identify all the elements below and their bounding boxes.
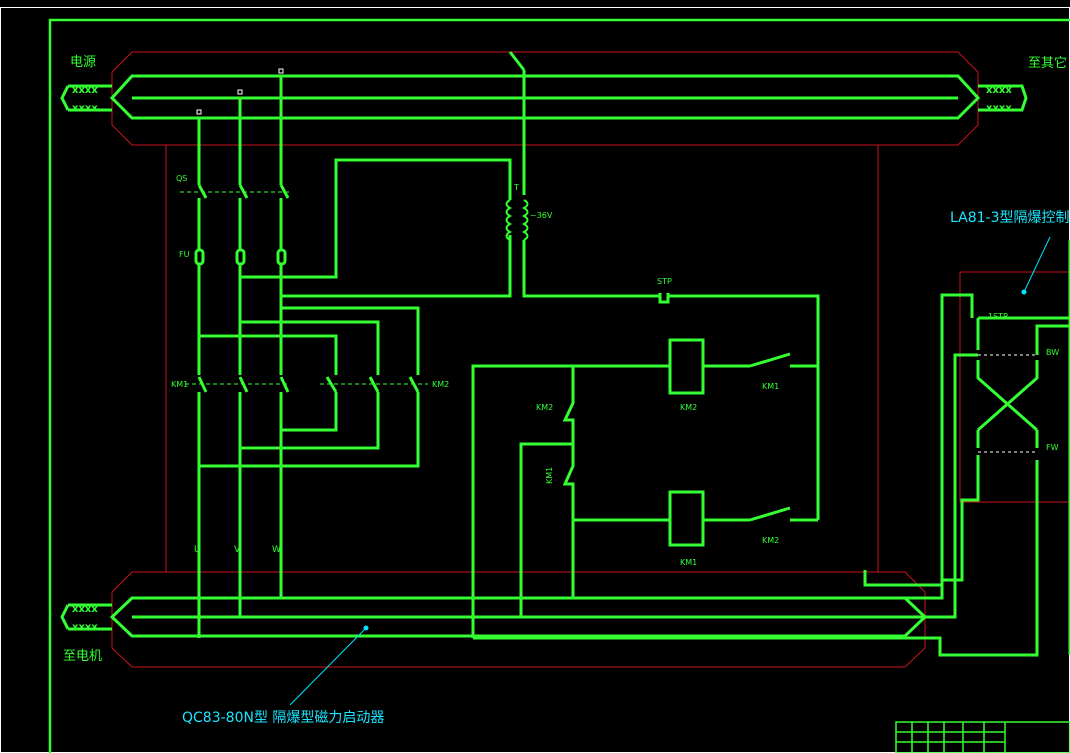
stp1-label: 1STP	[988, 312, 1008, 321]
phase-v-label: V	[234, 545, 241, 555]
to-motor-label: 至电机	[63, 649, 102, 664]
voltage-label: ~36V	[530, 211, 553, 220]
cable-mark-right-top: xxxx	[986, 85, 1012, 96]
cable-mark-motor-bottom: xxxx	[72, 622, 98, 633]
station-links	[978, 354, 1037, 453]
km1-contact-left-label: KM1	[545, 467, 554, 484]
cable-mark-left-bottom: xxxx	[72, 103, 98, 114]
power-circuit	[194, 76, 512, 638]
transformer-coil	[505, 199, 529, 241]
km2-contact-bottom-label: KM2	[762, 536, 779, 545]
terminal-nodes	[196, 68, 284, 115]
stp-label: STP	[657, 277, 672, 286]
control-station-title: LA81-3型隔爆控制	[950, 210, 1069, 226]
km1-main-label: KM1	[171, 380, 188, 389]
km2-coil-label: KM2	[680, 403, 697, 412]
enclosure-outlines	[111, 51, 1070, 668]
control-circuit	[471, 51, 1070, 657]
cable-marks: xxxx xxxx xxxx xxxx xxxx xxxx	[72, 85, 1012, 633]
transformer-label: T	[513, 183, 519, 192]
km1-coil-label: KM1	[680, 558, 697, 567]
to-other-label: 至其它	[1028, 55, 1067, 71]
bw-label: BW	[1046, 348, 1059, 357]
phase-u-label: U	[194, 545, 201, 555]
km1-contact-top-label: KM1	[762, 382, 779, 391]
qs-label: QS	[176, 174, 187, 183]
km2-contact-left-label: KM2	[536, 403, 553, 412]
starter-title: QC83-80N型 隔爆型磁力启动器	[182, 710, 384, 726]
power-source-label: 电源	[70, 55, 96, 70]
leader-lines	[289, 236, 1051, 706]
fw-label: FW	[1046, 443, 1059, 452]
frame-border	[48, 18, 1070, 753]
km2-main-label: KM2	[432, 380, 449, 389]
cable-mark-right-bottom: xxxx	[986, 103, 1012, 114]
title-block	[895, 721, 1070, 753]
mechanical-links	[180, 191, 428, 385]
cable-mark-motor-top: xxxx	[72, 604, 98, 615]
cable-mark-left-top: xxxx	[72, 85, 98, 96]
fu-label: FU	[179, 250, 190, 259]
phase-w-label: W	[272, 545, 281, 555]
main-cable-top	[60, 74, 1028, 120]
